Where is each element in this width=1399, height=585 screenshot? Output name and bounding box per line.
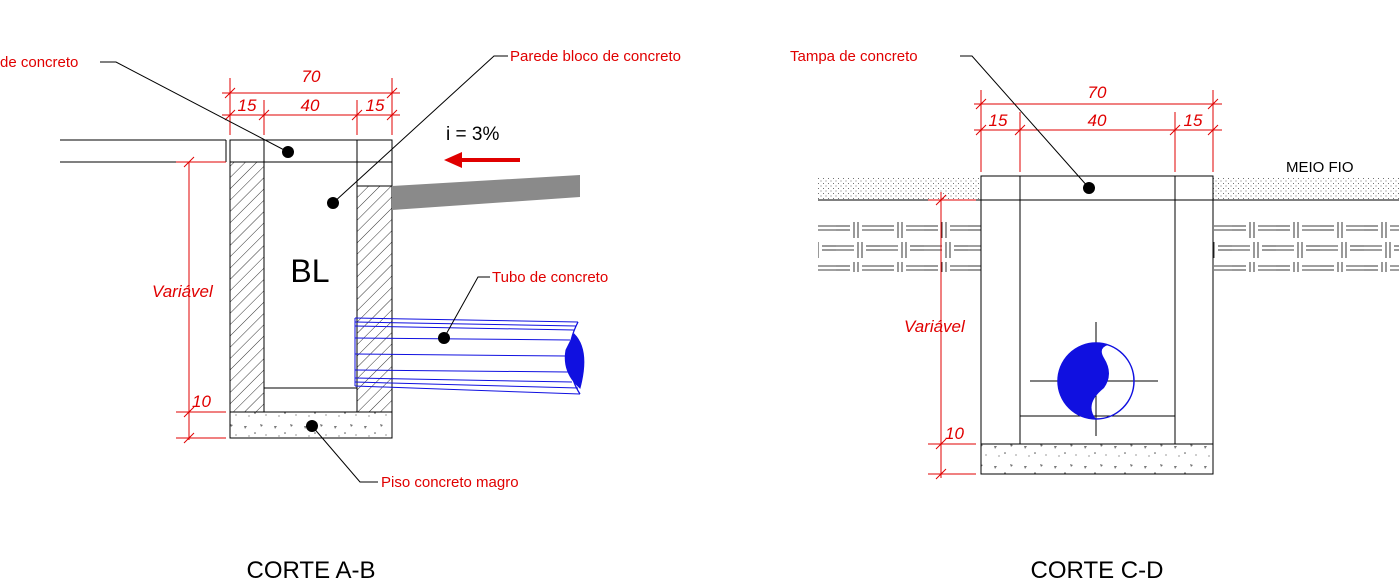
dims-cd bbox=[928, 90, 1222, 480]
label-tampa-ab: de concreto bbox=[0, 54, 78, 71]
leader-tampa-cd bbox=[960, 55, 1090, 189]
pipe-ab bbox=[354, 317, 585, 395]
slope-arrow bbox=[444, 152, 520, 168]
label-meio-fio: MEIO FIO bbox=[1286, 159, 1354, 176]
dim-variable-ab: Variável bbox=[152, 282, 214, 301]
dim-side-right-cd: 15 bbox=[1184, 111, 1203, 130]
box-outline-cd bbox=[980, 175, 1214, 475]
pipe-cd bbox=[1057, 342, 1135, 420]
dim-floor-ab: 10 bbox=[192, 392, 211, 411]
dim-total-ab: 70 bbox=[302, 67, 321, 86]
title-cd: CORTE C-D bbox=[1031, 557, 1164, 584]
dim-side-left-ab: 15 bbox=[238, 96, 257, 115]
dim-inner-ab: 40 bbox=[301, 96, 320, 115]
section-cd bbox=[818, 175, 1399, 475]
title-ab: CORTE A-B bbox=[247, 557, 376, 584]
leaders-ab bbox=[100, 55, 508, 483]
floor-slab-cd bbox=[980, 443, 1214, 475]
leader-dot-cd bbox=[1083, 182, 1095, 194]
dim-floor-cd: 10 bbox=[945, 424, 964, 443]
label-parede: Parede bloco de concreto bbox=[510, 48, 681, 65]
road-slope bbox=[392, 175, 580, 210]
dim-variable-cd: Variável bbox=[904, 317, 966, 336]
left-wall bbox=[229, 161, 265, 413]
label-tampa-cd: Tampa de concreto bbox=[790, 48, 918, 65]
section-ab bbox=[60, 139, 580, 439]
dim-total-cd: 70 bbox=[1088, 83, 1107, 102]
dim-side-right-ab: 15 bbox=[366, 96, 385, 115]
label-tubo: Tubo de concreto bbox=[492, 269, 608, 286]
label-piso: Piso concreto magro bbox=[381, 474, 519, 491]
dim-inner-cd: 40 bbox=[1088, 111, 1107, 130]
dims-ab bbox=[176, 78, 400, 444]
slope-label: i = 3% bbox=[446, 124, 499, 145]
box-label: BL bbox=[290, 253, 329, 289]
dim-side-left-cd: 15 bbox=[989, 111, 1008, 130]
leader-dots-ab bbox=[282, 146, 450, 432]
